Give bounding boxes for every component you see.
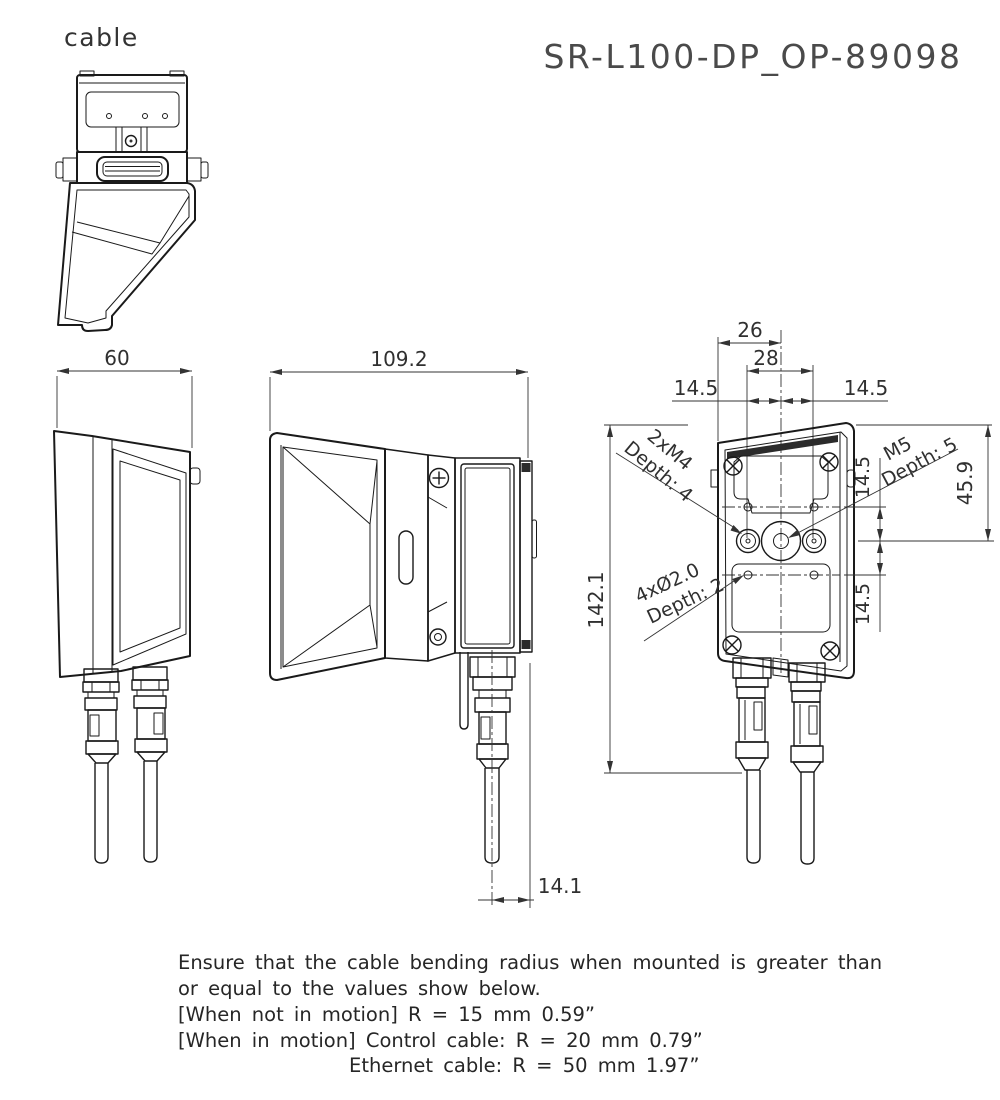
front-width-value: 60 [104,346,129,370]
phi2-callout: 4xØ2.0 Depth: 2 [632,559,744,642]
total-height-dimension: 142.1 [584,424,992,774]
back-view: 26 28 14.5 14.5 142.1 [584,318,994,865]
edge-to-center-dimension: 26 [718,318,781,346]
cable-left [94,763,109,864]
front-width-dimension: 60 [56,346,193,448]
front-view-window [112,448,187,666]
back-view-body [717,422,855,680]
side-view-rod [459,652,469,730]
front-view: 60 [53,346,201,864]
note-line-3: [When not in motion] R = 15 mm 0.59” [178,1003,595,1026]
cable-center [484,768,500,864]
corner-screws [722,452,840,661]
side-view-mid-plate [384,448,429,662]
back-view-connector-right [788,662,826,865]
phi2-hole [743,502,753,512]
note-line-2: or equal to the values show below. [178,977,541,1000]
side-width-dimension: 109.2 [269,347,529,458]
upper-hole-row-value: 14.5 [852,456,874,498]
hole-row-dimensions: 14.5 14.5 [844,456,886,632]
half-spacing-left-value: 14.5 [674,376,719,400]
note-line-4: [When in motion] Control cable: R = 20 m… [178,1029,703,1052]
top-view [55,70,209,332]
top-view-connector-slot [96,156,169,182]
side-view: 109.2 14.1 [269,347,582,908]
top-view-stem-screw [124,134,138,148]
phi2-hole [809,570,819,580]
side-view-hood [269,432,386,681]
hole-spacing-dimension: 28 [747,346,813,374]
half-spacing-right-value: 14.5 [844,376,889,400]
lower-hole-row-value: 14.5 [852,583,874,625]
cable-offset-value: 14.1 [538,874,583,898]
upper-recess [733,455,829,514]
drawing-title: SR-L100-DP_OP-89098 [543,37,962,76]
m4-hole-right [801,528,827,554]
phillips-screw-icon [428,467,450,489]
phi2-hole [809,502,819,512]
hole-spacing-value: 28 [753,346,778,370]
side-view-slot [398,530,414,585]
back-view-connector-left [732,657,772,864]
note-line-5: Ethernet cable: R = 50 mm 1.97” [349,1054,699,1077]
m4-callout: 2xM4 Depth: 4 [615,425,742,534]
cable-right [143,761,158,863]
front-view-body [53,430,191,678]
top-to-center-value: 45.9 [953,461,977,506]
front-view-connector-left [82,668,120,864]
cable-label: cable [64,23,139,52]
m5-hole [760,520,802,562]
lower-recess [731,563,831,633]
front-view-connector-right [131,666,169,863]
top-to-center-dimension: 45.9 [858,425,994,542]
total-height-value: 142.1 [584,571,608,628]
edge-to-center-value: 26 [737,318,762,342]
side-view-connector [469,656,516,864]
mounting-holes [735,502,827,580]
side-width-value: 109.2 [370,347,427,371]
top-view-stem [115,126,148,153]
back-view-top-band [727,435,838,459]
top-view-panel [85,91,180,128]
cable-bending-notes: Ensure that the cable bending radius whe… [178,951,882,1077]
round-screw-icon [429,628,447,646]
m5-callout: M5 Depth: 5 [788,433,961,538]
half-spacing-dimensions: 14.5 14.5 [672,376,888,404]
note-line-1: Ensure that the cable bending radius whe… [178,951,882,974]
top-view-hood [57,182,196,332]
m4-hole-left [735,528,761,554]
cable-offset-dimension: 14.1 [478,663,582,908]
